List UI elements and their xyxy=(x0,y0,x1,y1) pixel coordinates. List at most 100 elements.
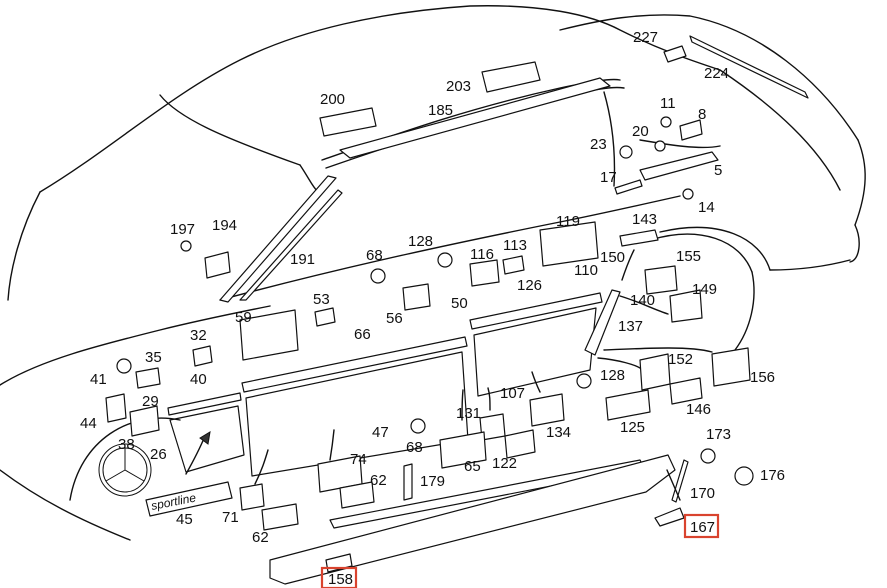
label-128-a: 128 xyxy=(408,233,433,250)
clip-173 xyxy=(700,448,716,464)
screw-11 xyxy=(660,116,672,128)
label-44: 44 xyxy=(80,415,97,432)
clip-119 xyxy=(539,221,599,267)
label-185: 185 xyxy=(428,102,453,119)
rod-170 xyxy=(671,459,689,503)
label-150: 150 xyxy=(600,249,625,266)
clip-56 xyxy=(402,283,431,311)
label-122: 122 xyxy=(492,455,517,472)
label-68-a: 68 xyxy=(366,247,383,264)
clip-227 xyxy=(663,45,687,63)
label-203: 203 xyxy=(446,78,471,95)
label-134: 134 xyxy=(546,424,571,441)
label-146: 146 xyxy=(686,401,711,418)
clip-41 xyxy=(116,358,132,374)
label-224: 224 xyxy=(704,65,729,82)
label-20: 20 xyxy=(632,123,649,140)
label-137: 137 xyxy=(618,318,643,335)
label-59: 59 xyxy=(235,309,252,326)
clip-14 xyxy=(682,188,694,200)
label-116: 116 xyxy=(470,246,494,263)
label-29: 29 xyxy=(142,393,159,410)
label-56: 56 xyxy=(386,310,403,327)
label-26: 26 xyxy=(150,446,167,463)
label-62-a: 62 xyxy=(370,472,387,489)
leader-lines xyxy=(185,249,713,501)
clip-116 xyxy=(469,259,500,287)
label-66: 66 xyxy=(354,326,371,343)
label-47: 47 xyxy=(372,424,389,441)
car-body-outline xyxy=(0,5,866,541)
clip-200 xyxy=(319,107,377,137)
label-53: 53 xyxy=(313,291,330,308)
label-149: 149 xyxy=(692,281,717,298)
clip-155 xyxy=(644,265,678,295)
clip-65 xyxy=(439,431,487,469)
label-197: 197 xyxy=(170,221,195,238)
highlight-boxes xyxy=(320,513,720,588)
clip-35 xyxy=(135,367,161,389)
label-143: 143 xyxy=(632,211,657,228)
highlight-box-158 xyxy=(320,566,358,588)
clip-113 xyxy=(502,255,525,275)
label-179: 179 xyxy=(420,473,445,490)
label-156: 156 xyxy=(750,369,775,386)
clip-32 xyxy=(192,345,213,367)
label-170: 170 xyxy=(690,485,715,502)
sportline-badge: sportline xyxy=(145,481,233,517)
label-17: 17 xyxy=(600,169,617,186)
label-125: 125 xyxy=(620,419,645,436)
clip-156 xyxy=(711,347,751,387)
label-113: 113 xyxy=(503,237,527,254)
label-119: 119 xyxy=(556,213,580,230)
label-110: 110 xyxy=(574,262,598,279)
clip-107 xyxy=(529,393,565,427)
screw-68a xyxy=(370,268,386,284)
part-labels: 227 224 200 203 185 11 8 23 20 5 17 14 1… xyxy=(80,29,785,588)
label-152: 152 xyxy=(668,351,693,368)
clip-20 xyxy=(654,140,666,152)
label-23: 23 xyxy=(590,136,607,153)
highlight-box-167 xyxy=(683,513,720,539)
clip-143 xyxy=(619,229,659,247)
clip-152 xyxy=(639,353,671,391)
label-200: 200 xyxy=(320,91,345,108)
label-38: 38 xyxy=(118,436,135,453)
label-32: 32 xyxy=(190,327,207,344)
clip-203 xyxy=(481,61,541,93)
screw-128a xyxy=(437,252,453,268)
label-140: 140 xyxy=(630,292,655,309)
label-176: 176 xyxy=(760,467,785,484)
clip-62a xyxy=(339,481,375,509)
label-71: 71 xyxy=(222,509,239,526)
label-227: 227 xyxy=(633,29,658,46)
door-moldings xyxy=(167,35,809,585)
label-45: 45 xyxy=(176,511,193,528)
label-158: 158 xyxy=(328,571,353,588)
label-194: 194 xyxy=(212,217,237,234)
screw-17 xyxy=(614,179,643,195)
label-126: 126 xyxy=(517,277,542,294)
label-74: 74 xyxy=(350,451,367,468)
label-131: 131 xyxy=(456,405,481,422)
label-35: 35 xyxy=(145,349,162,366)
clip-44 xyxy=(105,393,127,423)
label-107: 107 xyxy=(500,385,525,402)
label-191: 191 xyxy=(290,251,315,268)
pad-167 xyxy=(654,507,685,527)
label-155: 155 xyxy=(676,248,701,265)
clip-149 xyxy=(669,289,703,323)
clip-122 xyxy=(504,429,536,459)
clip-62b xyxy=(261,503,299,531)
label-41: 41 xyxy=(90,371,107,388)
clip-125 xyxy=(605,389,651,421)
clip-71 xyxy=(239,483,265,511)
clip-176 xyxy=(734,466,754,486)
clip-29 xyxy=(129,405,160,437)
clip-194 xyxy=(204,251,231,279)
clip-23 xyxy=(619,145,633,159)
clip-53 xyxy=(314,307,336,327)
label-128-b: 128 xyxy=(600,367,625,384)
clips-and-fasteners xyxy=(105,45,754,573)
